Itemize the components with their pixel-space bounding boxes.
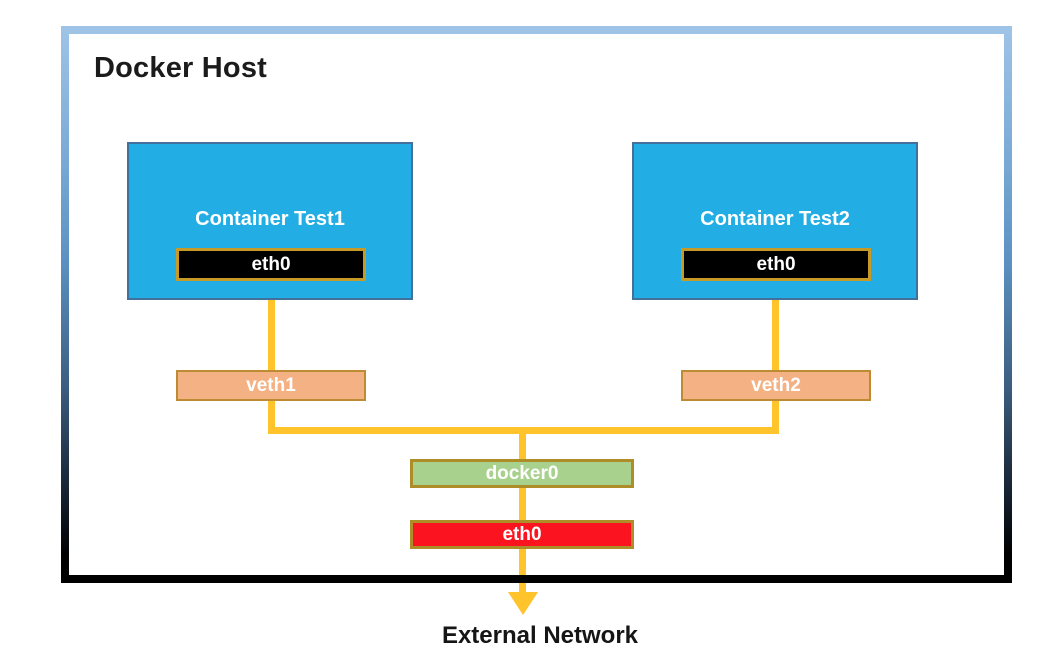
veth2-box: veth2: [681, 370, 871, 401]
external-network-label: External Network: [441, 622, 639, 649]
veth1-box: veth1: [176, 370, 366, 401]
container-test2-label: Container Test2: [700, 208, 850, 230]
docker0-bridge-box: docker0: [410, 459, 634, 488]
connector-eth0-to-veth1-line: [268, 281, 275, 434]
connector-eth0-to-veth2-line: [772, 281, 779, 434]
container-test1-label: Container Test1: [195, 208, 345, 230]
connector-docker0-to-eth0-line: [519, 487, 526, 520]
connector-bus-to-docker0-line: [519, 427, 526, 459]
host-eth0-box: eth0: [410, 520, 634, 549]
connector-eth0-to-external-line: [519, 548, 526, 594]
down-arrow-icon: [508, 592, 538, 615]
docker-host-frame: [61, 26, 1012, 583]
container-test1-eth0-box: eth0: [176, 248, 366, 281]
container-test2-eth0-box: eth0: [681, 248, 871, 281]
docker-host-title: Docker Host: [94, 52, 268, 84]
